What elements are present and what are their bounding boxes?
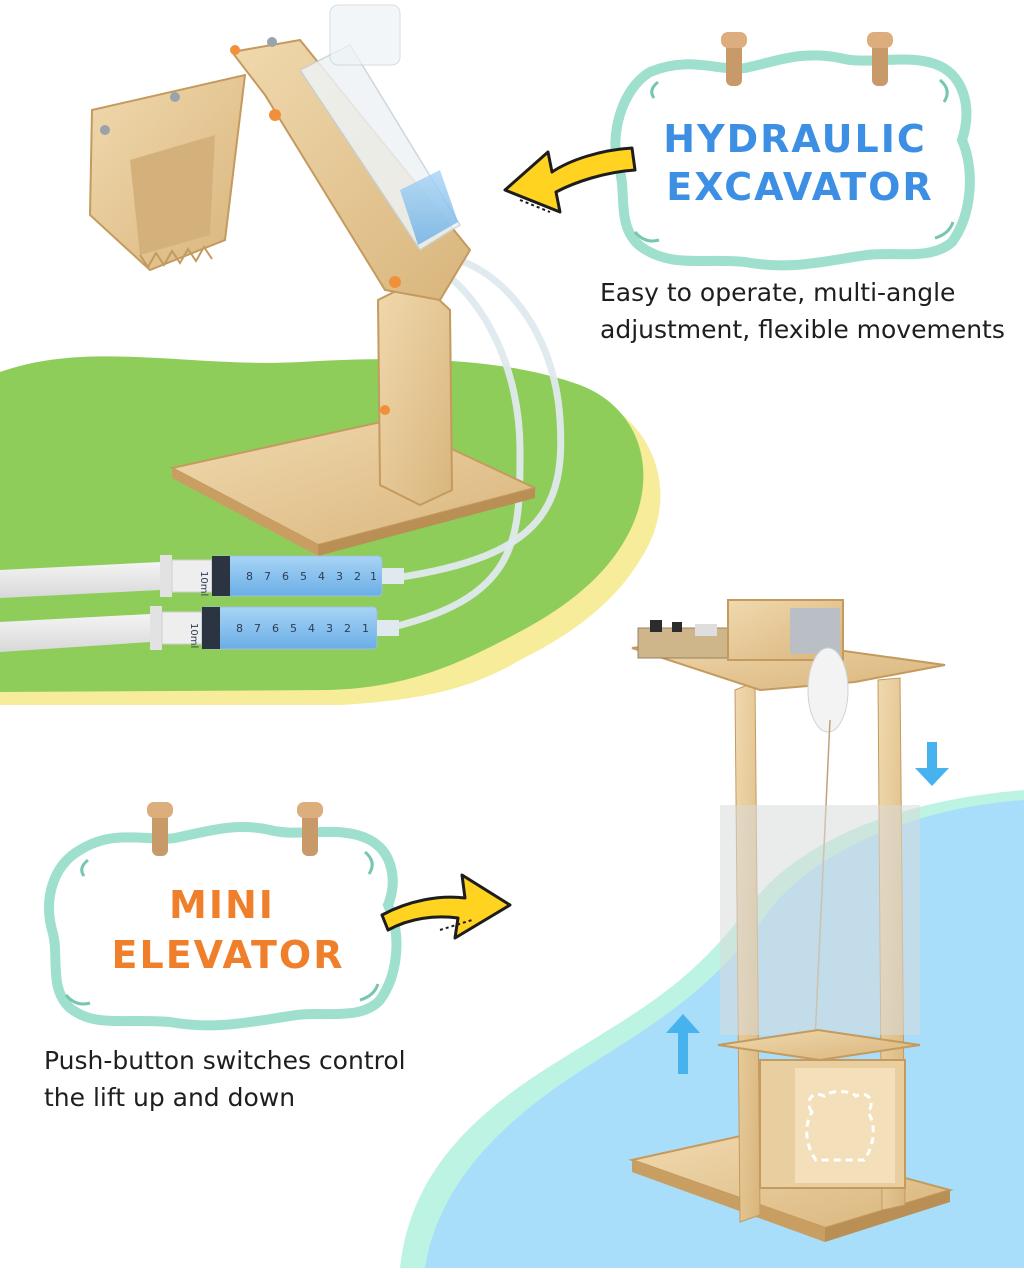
syringe-lower-scale: 8 7 6 5 4 3 2 1 bbox=[236, 622, 369, 635]
excavator-description: Easy to operate, multi-angle adjustment,… bbox=[600, 274, 1005, 348]
excavator-title-line1: HYDRAULIC bbox=[663, 117, 926, 161]
excavator-sign-cloud bbox=[610, 50, 975, 271]
excavator-pillar bbox=[376, 278, 454, 507]
clothespin-icon bbox=[297, 802, 323, 856]
elevator-sign-cloud bbox=[44, 822, 402, 1031]
syringe-lower bbox=[0, 606, 399, 652]
svg-text:1: 1 bbox=[362, 622, 369, 635]
elevator-description-line1: Push-button switches control bbox=[44, 1046, 406, 1075]
mini-elevator-model bbox=[628, 599, 954, 1242]
svg-text:6: 6 bbox=[272, 622, 279, 635]
svg-text:3: 3 bbox=[336, 570, 343, 583]
elevator-description: Push-button switches control the lift up… bbox=[44, 1042, 406, 1116]
syringe-upper bbox=[0, 555, 404, 598]
svg-text:2: 2 bbox=[354, 570, 361, 583]
bear-outline bbox=[805, 1090, 875, 1162]
syringe-upper-label: 10ml bbox=[198, 571, 209, 596]
curved-arrow-icon bbox=[380, 873, 512, 940]
svg-text:5: 5 bbox=[300, 570, 307, 583]
svg-text:4: 4 bbox=[308, 622, 315, 635]
excavator-title-line2: EXCAVATOR bbox=[666, 165, 933, 209]
svg-text:7: 7 bbox=[264, 570, 271, 583]
clothespin-icon bbox=[721, 32, 747, 86]
syringe-upper-scale: 8 7 6 5 4 3 2 1 bbox=[246, 570, 377, 583]
hydraulic-excavator-model bbox=[88, 4, 565, 634]
svg-text:3: 3 bbox=[326, 622, 333, 635]
excavator-sign: HYDRAULIC EXCAVATOR bbox=[610, 32, 975, 271]
curved-arrow-icon bbox=[503, 146, 637, 214]
svg-text:1: 1 bbox=[370, 570, 377, 583]
svg-text:8: 8 bbox=[246, 570, 253, 583]
svg-text:6: 6 bbox=[282, 570, 289, 583]
elevator-cabin-floor bbox=[717, 1028, 921, 1062]
elevator-sign: MINI ELEVATOR bbox=[44, 802, 402, 1031]
elevator-title-line2: ELEVATOR bbox=[112, 933, 345, 977]
syringe-lower-label: 10ml bbox=[188, 623, 199, 648]
elevator-title-line1: MINI bbox=[169, 883, 275, 927]
hydraulic-hose-2 bbox=[379, 267, 524, 634]
excavator-description-line2: adjustment, flexible movements bbox=[600, 315, 1005, 344]
up-arrow-icon bbox=[666, 1014, 700, 1074]
clothespin-icon bbox=[147, 802, 173, 856]
excavator-description-line1: Easy to operate, multi-angle bbox=[600, 278, 956, 307]
svg-text:2: 2 bbox=[344, 622, 351, 635]
hydraulic-hose bbox=[379, 254, 565, 584]
svg-text:8: 8 bbox=[236, 622, 243, 635]
down-arrow-icon bbox=[915, 742, 949, 786]
svg-text:7: 7 bbox=[254, 622, 261, 635]
svg-text:4: 4 bbox=[318, 570, 325, 583]
clothespin-icon bbox=[867, 32, 893, 86]
svg-text:5: 5 bbox=[290, 622, 297, 635]
elevator-description-line2: the lift up and down bbox=[44, 1083, 296, 1112]
